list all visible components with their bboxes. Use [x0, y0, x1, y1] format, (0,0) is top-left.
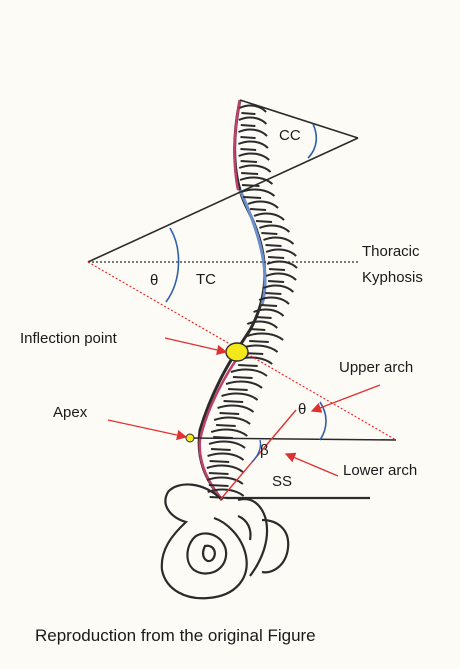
apex-arrow — [108, 420, 186, 437]
vertebra-process — [263, 237, 293, 246]
vertebra-process — [238, 141, 268, 150]
figure-caption: Reproduction from the original Figure — [35, 626, 316, 646]
tc-upper-line — [88, 138, 358, 262]
beta-label: β — [260, 442, 269, 459]
lower-arch-arrow — [286, 454, 338, 476]
lower-arch-horizontal — [190, 438, 396, 440]
vertebra-process — [267, 261, 297, 270]
vertebra-process — [222, 393, 258, 402]
inflection-point-marker — [226, 343, 248, 361]
vertebra-process — [209, 441, 245, 450]
theta-thoracic-arc — [166, 228, 179, 302]
lower-arch-label: Lower arch — [343, 462, 417, 479]
vertebra-process — [247, 333, 283, 342]
pelvis-sketch — [162, 484, 370, 598]
vertebra-process — [207, 465, 243, 474]
vertebra-process — [263, 285, 293, 294]
vertebra-process — [231, 369, 267, 378]
theta-lumbar-label: θ — [298, 401, 306, 418]
vertebra-process — [266, 249, 296, 258]
thoracic-kyphosis-line1: Thoracic — [362, 243, 420, 260]
thoracic-kyphosis-line2: Kyphosis — [362, 269, 423, 286]
vertebra-process — [239, 117, 267, 126]
vertebra-process — [214, 417, 250, 426]
apex-marker — [186, 434, 194, 442]
cc-label: CC — [279, 127, 301, 144]
inflection-point-label: Inflection point — [20, 330, 117, 347]
vertebra-process — [241, 189, 274, 198]
vertebra-process — [254, 213, 284, 222]
vertebra-process — [259, 225, 289, 234]
cc-angle-arc — [308, 124, 316, 158]
vertebra-process — [211, 429, 247, 438]
vertebra-process — [239, 153, 269, 162]
theta-thoracic-label: θ — [150, 272, 158, 289]
upper-arch-arrow — [312, 385, 380, 411]
vertebra-process — [208, 453, 244, 462]
vertebra-process — [226, 381, 262, 390]
inflection-arrow — [165, 338, 226, 352]
vertebra-process — [239, 165, 270, 174]
vertebra-process — [238, 129, 267, 138]
ss-label: SS — [272, 473, 292, 490]
upper-arch-label: Upper arch — [339, 359, 413, 376]
vertebra-process — [218, 405, 254, 414]
spine-thoracic-blue-segment — [240, 190, 265, 305]
vertebra-process — [248, 201, 278, 210]
vertebra-process — [266, 273, 296, 282]
spine-anterior-edge — [199, 100, 265, 500]
tc-label: TC — [196, 271, 216, 288]
apex-label: Apex — [53, 404, 87, 421]
